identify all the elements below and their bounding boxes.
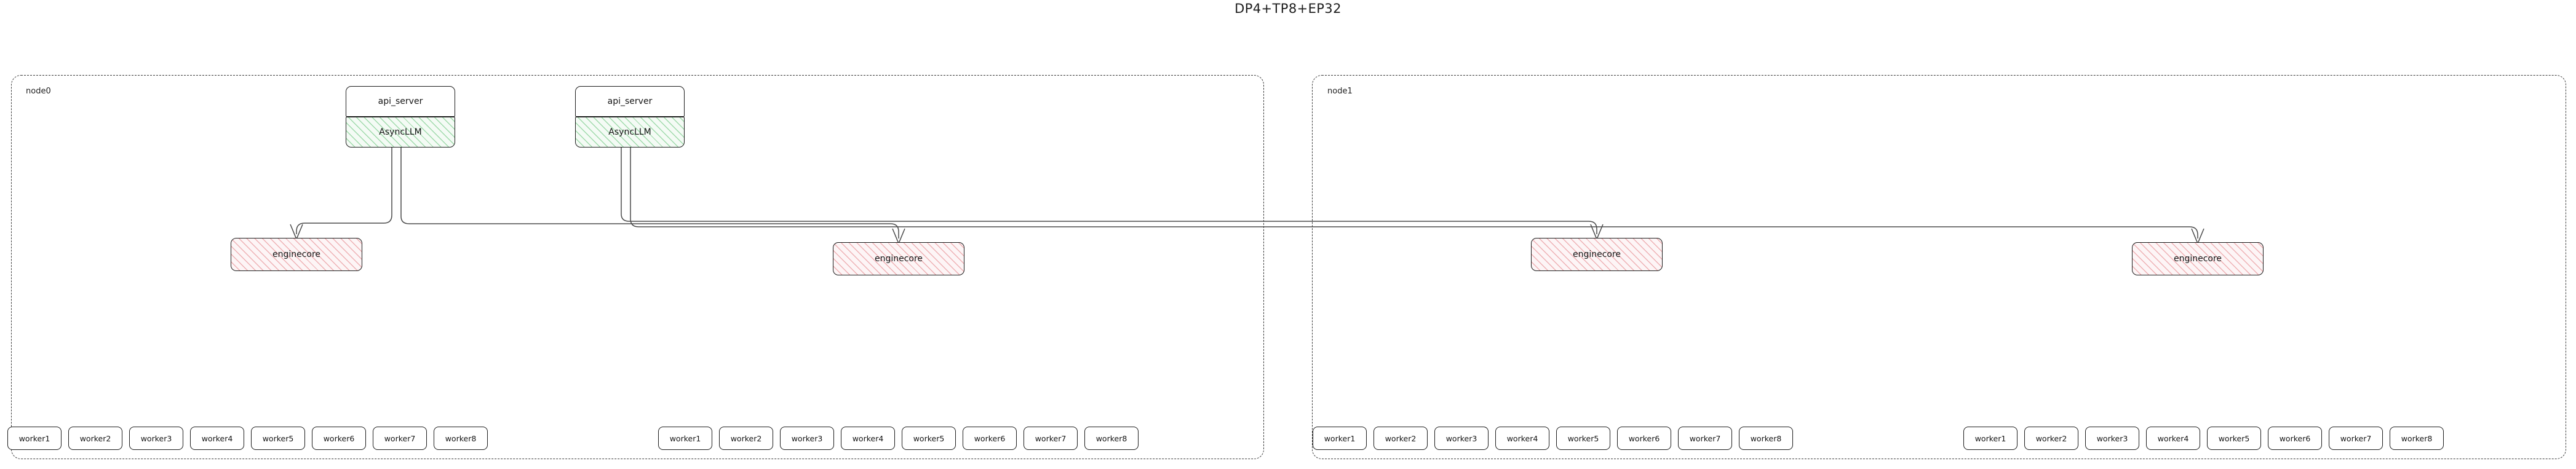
- enginecore-box[interactable]: enginecore: [833, 242, 964, 275]
- worker-box[interactable]: worker1: [1963, 427, 2017, 450]
- worker-row: worker1 worker2 worker3 worker4 worker5 worke…: [658, 427, 1139, 450]
- cluster-node0-label: node0: [26, 87, 51, 96]
- worker-box[interactable]: worker4: [2146, 427, 2200, 450]
- worker-box[interactable]: worker1: [1313, 427, 1367, 450]
- worker-box[interactable]: worker2: [719, 427, 773, 450]
- worker-box[interactable]: worker7: [1024, 427, 1078, 450]
- worker-row: worker1 worker2 worker3 worker4 worker5 worke…: [1963, 427, 2444, 450]
- worker-box[interactable]: worker5: [2207, 427, 2261, 450]
- worker-box[interactable]: worker4: [1495, 427, 1549, 450]
- worker-box[interactable]: worker3: [2085, 427, 2139, 450]
- worker-box[interactable]: worker8: [434, 427, 488, 450]
- asyncllm-box[interactable]: AsyncLLM: [575, 117, 685, 148]
- worker-box[interactable]: worker3: [129, 427, 183, 450]
- page-title: DP4+TP8+EP32: [1234, 1, 1342, 16]
- worker-box[interactable]: worker6: [963, 427, 1017, 450]
- worker-box[interactable]: worker3: [780, 427, 834, 450]
- worker-box[interactable]: worker2: [2024, 427, 2078, 450]
- worker-box[interactable]: worker4: [190, 427, 244, 450]
- worker-box[interactable]: worker6: [312, 427, 366, 450]
- worker-box[interactable]: worker7: [373, 427, 427, 450]
- worker-box[interactable]: worker2: [1373, 427, 1428, 450]
- worker-box[interactable]: worker8: [2390, 427, 2444, 450]
- worker-box[interactable]: worker1: [658, 427, 712, 450]
- worker-box[interactable]: worker7: [2329, 427, 2383, 450]
- worker-box[interactable]: worker8: [1084, 427, 1139, 450]
- worker-row: worker1 worker2 worker3 worker4 worker5 worke…: [7, 427, 488, 450]
- worker-box[interactable]: worker3: [1434, 427, 1489, 450]
- worker-box[interactable]: worker4: [841, 427, 895, 450]
- worker-row: worker1 worker2 worker3 worker4 worker5 worke…: [1313, 427, 1793, 450]
- worker-box[interactable]: worker6: [2268, 427, 2322, 450]
- worker-box[interactable]: worker6: [1617, 427, 1671, 450]
- enginecore-box[interactable]: enginecore: [2132, 242, 2264, 275]
- worker-box[interactable]: worker5: [251, 427, 305, 450]
- asyncllm-box[interactable]: AsyncLLM: [346, 117, 455, 148]
- worker-box[interactable]: worker5: [902, 427, 956, 450]
- api-server-box[interactable]: api_server: [346, 86, 455, 117]
- enginecore-box[interactable]: enginecore: [1531, 238, 1663, 271]
- worker-box[interactable]: worker7: [1678, 427, 1732, 450]
- enginecore-box[interactable]: enginecore: [231, 238, 362, 271]
- worker-box[interactable]: worker8: [1739, 427, 1793, 450]
- cluster-node1: [1312, 75, 2566, 459]
- cluster-node0: [11, 75, 1264, 459]
- worker-box[interactable]: worker2: [68, 427, 122, 450]
- api-server-box[interactable]: api_server: [575, 86, 685, 117]
- worker-box[interactable]: worker5: [1556, 427, 1610, 450]
- cluster-node1-label: node1: [1327, 87, 1353, 96]
- worker-box[interactable]: worker1: [7, 427, 62, 450]
